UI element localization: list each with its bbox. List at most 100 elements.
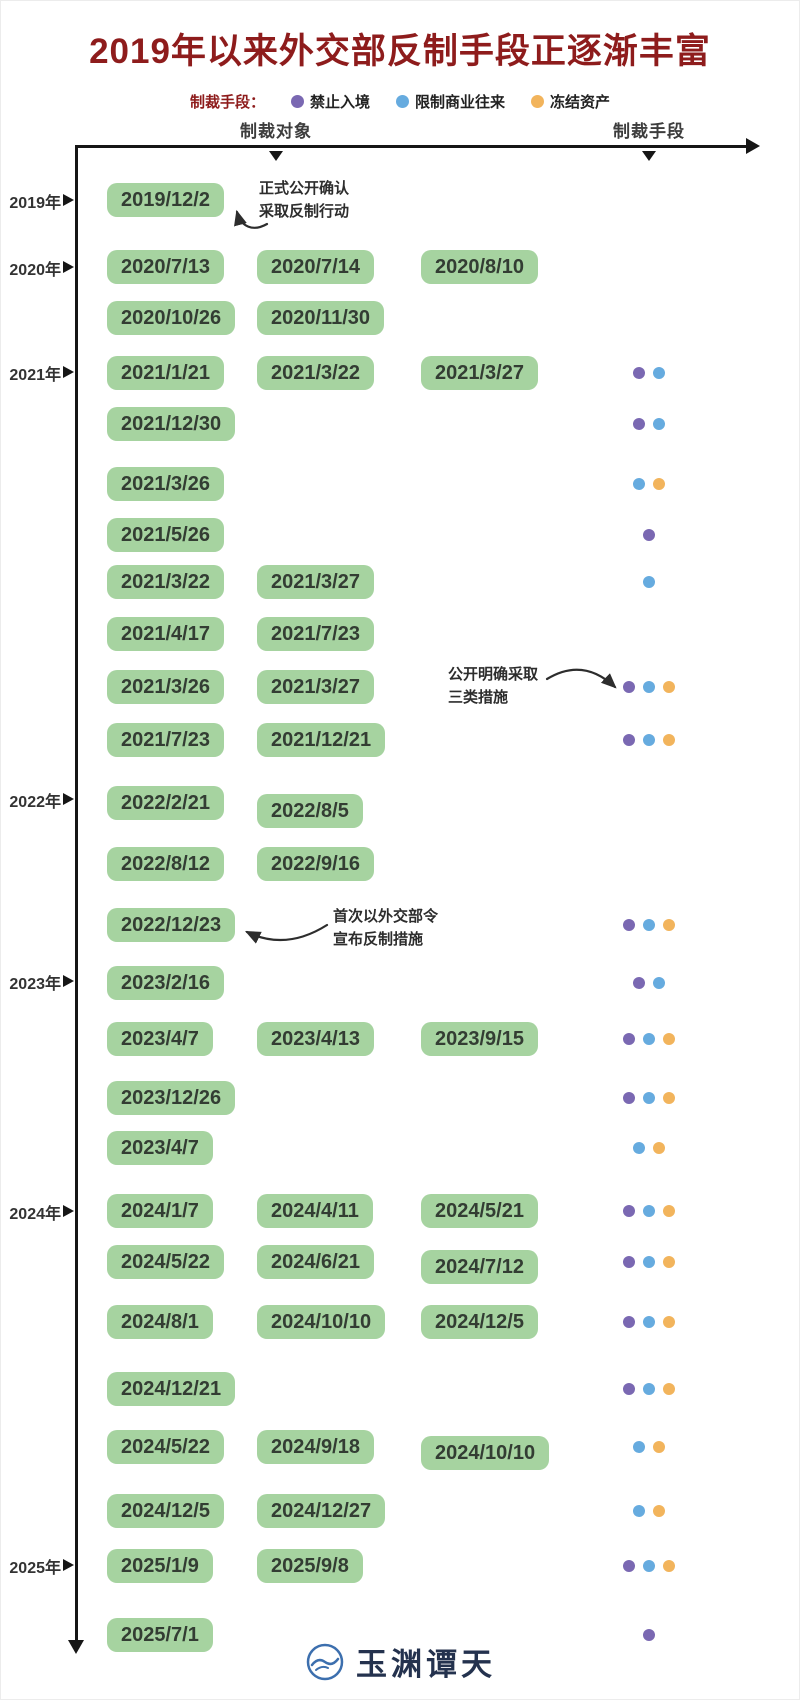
measure-dot-business-restriction-icon [643, 1383, 655, 1395]
date-pill: 2021/1/21 [107, 356, 224, 390]
measure-dot-business-restriction-icon [643, 576, 655, 588]
year-tick-arrow-icon [63, 975, 74, 987]
measure-dot-business-restriction-icon [643, 1560, 655, 1572]
date-pill: 2021/3/22 [257, 356, 374, 390]
measure-dot-asset-freeze-icon [663, 1256, 675, 1268]
legend: 制裁手段： 禁止入境 限制商业往来 冻结资产 [1, 91, 799, 112]
date-pill: 2024/10/10 [257, 1305, 386, 1339]
measure-dots [623, 1092, 675, 1104]
measure-dot-business-restriction-icon [633, 478, 645, 490]
date-pill: 2023/12/26 [107, 1081, 236, 1115]
annotation-text: 正式公开确认 [259, 180, 350, 197]
column-marker-targets-icon [269, 151, 283, 161]
date-pill: 2024/5/21 [421, 1194, 538, 1228]
date-pill: 2024/8/1 [107, 1305, 213, 1339]
measure-dot-business-restriction-icon [633, 1441, 645, 1453]
date-pill: 2022/8/5 [257, 794, 363, 828]
date-pill: 2024/6/21 [257, 1245, 374, 1279]
measure-dots [623, 1033, 675, 1045]
legend-item-entry-ban: 禁止入境 [290, 91, 370, 112]
date-pill: 2024/4/11 [257, 1194, 373, 1228]
date-pill: 2025/7/1 [107, 1618, 213, 1652]
measure-dots [643, 576, 655, 588]
date-pill: 2021/3/22 [107, 565, 224, 599]
logo-wave-icon [306, 1643, 344, 1680]
year-label: 2022年 [9, 794, 61, 811]
measure-dot-business-restriction-icon [653, 977, 665, 989]
measure-dots [633, 977, 665, 989]
legend-dot-asset-freeze-icon [531, 95, 545, 108]
year-tick-arrow-icon [63, 1559, 74, 1571]
date-pill: 2021/3/27 [257, 565, 374, 599]
measure-dot-asset-freeze-icon [663, 1092, 675, 1104]
date-pill: 2021/3/26 [107, 670, 224, 704]
measure-dot-asset-freeze-icon [663, 1316, 675, 1328]
page-title: 2019年以来外交部反制手段正逐渐丰富 [89, 32, 711, 71]
date-pill: 2023/4/7 [107, 1022, 213, 1056]
measure-dot-asset-freeze-icon [653, 1142, 665, 1154]
annotation-first-action: 正式公开确认采取反制行动 [259, 177, 349, 223]
measure-dot-entry-ban-icon [623, 734, 635, 746]
date-pill: 2020/7/14 [257, 250, 374, 284]
year-tick-arrow-icon [63, 1205, 74, 1217]
annotation-three-measures: 公开明确采取三类措施 [448, 663, 538, 709]
date-pill: 2021/3/27 [257, 670, 374, 704]
annotation-text: 宣布反制措施 [333, 931, 424, 948]
legend-item-label: 禁止入境 [309, 94, 370, 111]
year-tick-arrow-icon [63, 793, 74, 805]
measure-dot-asset-freeze-icon [653, 478, 665, 490]
legend-item-business-restriction: 限制商业往来 [396, 91, 505, 112]
measure-dot-entry-ban-icon [623, 1092, 635, 1104]
date-pill: 2021/12/30 [107, 407, 236, 441]
date-pill: 2022/8/12 [107, 847, 224, 881]
measure-dot-asset-freeze-icon [663, 1383, 675, 1395]
year-tick-arrow-icon [63, 261, 74, 273]
measure-dot-business-restriction-icon [643, 734, 655, 746]
year-label: 2019年 [9, 195, 61, 212]
date-pill: 2025/9/8 [257, 1549, 363, 1583]
measure-dot-asset-freeze-icon [663, 1560, 675, 1572]
measure-dots [643, 1629, 655, 1641]
legend-items: 禁止入境 限制商业往来 冻结资产 [290, 91, 610, 112]
measure-dots [623, 919, 675, 931]
year-tick-arrow-icon [63, 366, 74, 378]
measure-dots [633, 1505, 665, 1517]
date-pill: 2024/12/5 [421, 1305, 538, 1339]
measure-dot-business-restriction-icon [653, 418, 665, 430]
legend-label: 制裁手段： [189, 94, 265, 111]
year-tick-arrow-icon [63, 194, 74, 206]
measure-dots [633, 1441, 665, 1453]
year-label: 2020年 [9, 262, 61, 279]
measure-dots [643, 529, 655, 541]
measure-dot-business-restriction-icon [643, 681, 655, 693]
year-label: 2023年 [9, 976, 61, 993]
date-pill: 2020/7/13 [107, 250, 224, 284]
date-pill: 2022/12/23 [107, 908, 236, 942]
legend-dot-entry-ban-icon [290, 95, 304, 108]
measure-dot-entry-ban-icon [643, 529, 655, 541]
measure-dot-business-restriction-icon [643, 1205, 655, 1217]
date-pill: 2020/11/30 [257, 301, 384, 335]
date-pill: 2019/12/2 [107, 183, 224, 217]
measure-dots [633, 1142, 665, 1154]
measure-dot-business-restriction-icon [643, 919, 655, 931]
measure-dots [633, 367, 665, 379]
date-pill: 2021/3/27 [421, 356, 538, 390]
measure-dots [623, 1383, 675, 1395]
measure-dot-asset-freeze-icon [663, 681, 675, 693]
measure-dot-entry-ban-icon [623, 1033, 635, 1045]
measure-dot-asset-freeze-icon [663, 1033, 675, 1045]
date-pill: 2022/2/21 [107, 786, 224, 820]
measure-dot-asset-freeze-icon [663, 734, 675, 746]
measure-dots [623, 1256, 675, 1268]
column-marker-measures-icon [642, 151, 656, 161]
measure-dot-entry-ban-icon [623, 1316, 635, 1328]
date-pill: 2021/12/21 [257, 723, 386, 757]
date-pill: 2021/7/23 [257, 617, 374, 651]
measure-dot-entry-ban-icon [623, 1560, 635, 1572]
annotation-text: 公开明确采取 [448, 666, 539, 683]
date-pill: 2023/2/16 [107, 966, 224, 1000]
legend-item-asset-freeze: 冻结资产 [531, 91, 610, 112]
column-header-measures: 制裁手段 [613, 122, 685, 141]
